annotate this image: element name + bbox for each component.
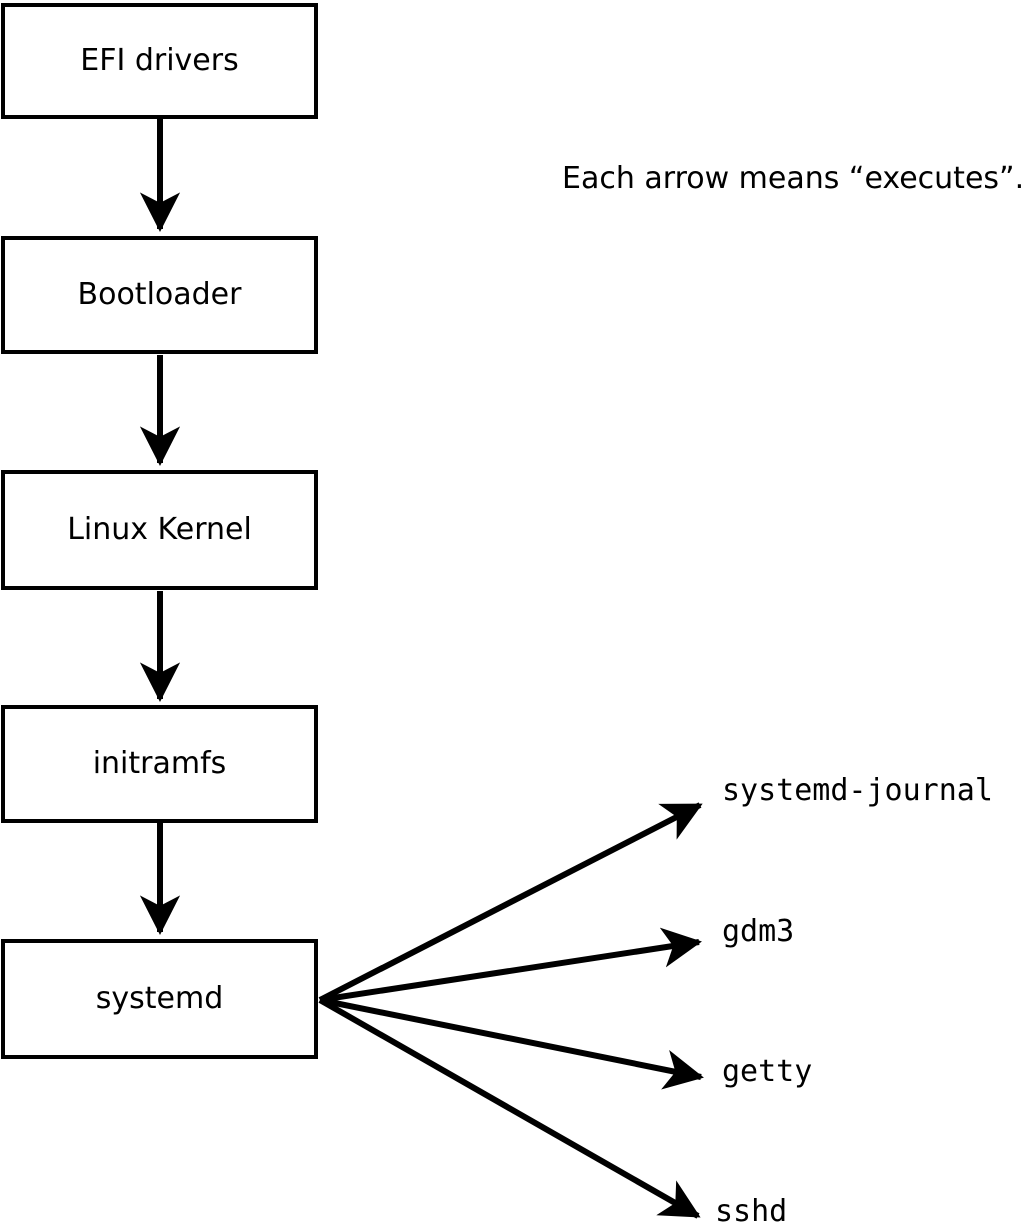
leaf-text: gdm3 xyxy=(722,914,795,949)
leaf-text: systemd-journal xyxy=(722,773,993,808)
node-label: initramfs xyxy=(92,746,227,781)
legend-label: Each arrow means “executes”. xyxy=(562,161,1023,196)
legend-text: Each arrow means “executes”. xyxy=(562,164,1023,194)
node-bootloader[interactable]: Bootloader xyxy=(1,236,318,354)
leaf-label-systemd-journal[interactable]: systemd-journal xyxy=(722,776,993,806)
arrow-systemd-to-getty xyxy=(319,997,704,1090)
leaf-label-sshd[interactable]: sshd xyxy=(715,1197,787,1227)
node-efi-drivers[interactable]: EFI drivers xyxy=(1,3,318,119)
leaf-label-getty[interactable]: getty xyxy=(722,1057,812,1087)
node-linux-kernel[interactable]: Linux Kernel xyxy=(1,470,318,590)
arrow-systemd-to-gdm3 xyxy=(319,927,702,1003)
node-label: systemd xyxy=(95,981,224,1016)
arrow-systemd-to-systemd-journal xyxy=(318,802,703,1003)
node-label: EFI drivers xyxy=(80,43,239,78)
leaf-text: sshd xyxy=(715,1194,788,1229)
node-systemd[interactable]: systemd xyxy=(1,939,318,1059)
node-initramfs[interactable]: initramfs xyxy=(1,705,318,823)
leaf-text: getty xyxy=(722,1054,813,1089)
arrow-systemd-to-sshd xyxy=(318,997,701,1219)
leaf-label-gdm3[interactable]: gdm3 xyxy=(722,917,794,947)
node-label: Linux Kernel xyxy=(67,512,252,547)
node-label: Bootloader xyxy=(77,277,242,312)
